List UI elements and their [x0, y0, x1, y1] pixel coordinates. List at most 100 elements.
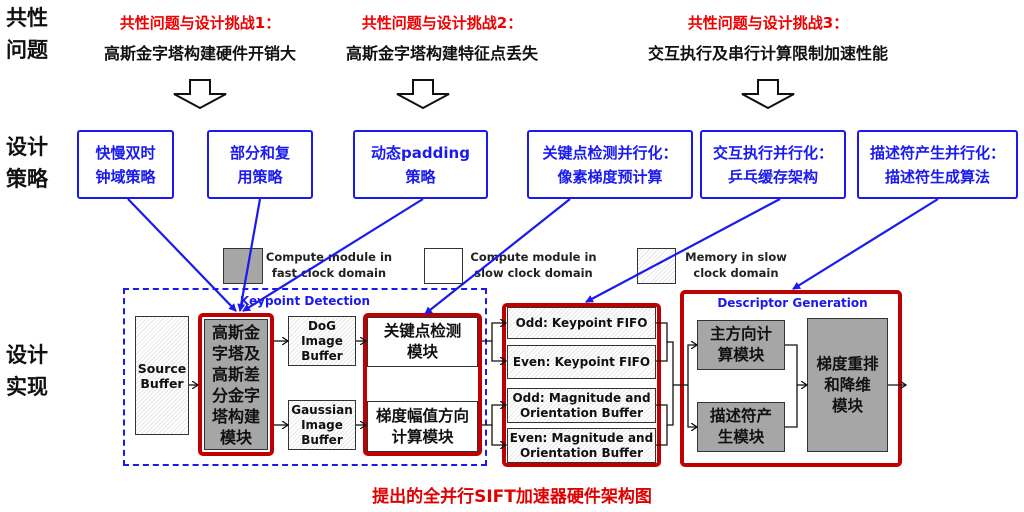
- challenge-desc: 高斯金字塔构建硬件开销大: [103, 44, 296, 63]
- challenge-title: 共性问题与设计挑战1：: [119, 14, 281, 32]
- legend-swatch-memory: [637, 248, 676, 284]
- down-arrow-icon: [741, 79, 795, 110]
- odd-keypoint-fifo: Odd: Keypoint FIFO: [507, 307, 656, 339]
- descriptor-generation-frame: [680, 290, 902, 467]
- row-label-implementation: 设计 实现: [6, 340, 56, 402]
- challenge-3: 共性问题与设计挑战3： 交互执行及串行计算限制加速性能: [618, 12, 918, 64]
- strategy-dual-clock: 快慢双时钟域策略: [77, 130, 174, 199]
- strategy-pingpong: 交互执行并行化： 乒乓缓存架构: [700, 130, 846, 199]
- box-line: 计算模块: [391, 427, 454, 446]
- legend-line: Compute module in: [470, 250, 597, 264]
- legend-line: Memory in slow: [685, 250, 787, 264]
- box-line: Orientation Buffer: [519, 405, 644, 420]
- legend-label-slow-compute: Compute module in slow clock domain: [466, 249, 601, 281]
- challenge-title: 共性问题与设计挑战3：: [687, 14, 849, 32]
- strategy-keypoint-parallel: 关键点检测并行化： 像素梯度预计算: [527, 130, 693, 199]
- down-arrow-icon: [396, 79, 450, 110]
- row-label-line: 共性: [6, 6, 48, 30]
- box-line: 算模块: [717, 346, 765, 364]
- box-line: 高斯差: [211, 364, 260, 384]
- challenge-title: 共性问题与设计挑战2：: [361, 14, 523, 32]
- box-line: 生模块: [717, 428, 765, 446]
- strategy-line: 乒乓缓存架构: [727, 167, 818, 186]
- box-line: Buffer: [301, 348, 343, 363]
- pingpong-buffer-frame: [502, 303, 661, 467]
- legend-swatch-slow-compute: [424, 248, 463, 284]
- legend-label-fast-compute: Compute module in fast clock domain: [264, 249, 394, 281]
- main-orientation-module: 主方向计算模块: [697, 320, 785, 370]
- strategy-line: 部分和复: [229, 143, 290, 162]
- box-line: DoG: [307, 318, 337, 333]
- box-line: 分金字: [211, 385, 260, 405]
- box-line: 塔构建: [211, 406, 260, 426]
- challenge-desc: 交互执行及串行计算限制加速性能: [647, 44, 888, 63]
- even-keypoint-fifo: Even: Keypoint FIFO: [507, 345, 656, 379]
- legend-swatch-fast-compute: [223, 248, 263, 284]
- box-line: Source: [137, 360, 187, 376]
- box-line: 主方向计: [709, 325, 772, 343]
- diagram-caption: 提出的全并行SIFT加速器硬件架构图: [372, 487, 652, 507]
- box-line: 和降维: [824, 375, 871, 394]
- challenge-desc: 高斯金字塔构建特征点丢失: [345, 44, 538, 63]
- box-line: Odd: Magnitude and: [512, 390, 651, 405]
- box-line: 模块: [406, 343, 438, 361]
- strategy-line: 快慢双时: [95, 143, 156, 162]
- row-label-strategies: 设计 策略: [6, 132, 56, 194]
- strategy-line: 描述符生成算法: [884, 167, 990, 186]
- legend-line: slow clock domain: [474, 266, 593, 280]
- strategy-line: 关键点检测并行化：: [542, 143, 678, 162]
- strategy-line: 像素梯度预计算: [557, 167, 663, 186]
- box-line: 模块: [831, 396, 863, 415]
- strategy-line: 交互执行并行化：: [712, 143, 833, 162]
- row-label-line: 实现: [6, 375, 48, 399]
- legend-line: Compute module in: [265, 250, 393, 264]
- strategy-partial-sum-reuse: 部分和复用策略: [207, 130, 313, 199]
- box-line: Buffer: [140, 375, 184, 391]
- strategy-line: 动态padding: [371, 143, 470, 162]
- strategy-line: 用策略: [237, 167, 283, 186]
- row-label-line: 设计: [6, 135, 48, 159]
- strategy-arrow: [792, 198, 939, 290]
- box-line: Image: [301, 333, 343, 348]
- row-label-problems: 共性 问题: [6, 3, 56, 65]
- challenge-1: 共性问题与设计挑战1： 高斯金字塔构建硬件开销大: [80, 12, 320, 64]
- box-line: Even: Magnitude and: [509, 430, 654, 445]
- box-line: Buffer: [301, 432, 343, 447]
- gradient-magnitude-orientation-module: 梯度幅值方向计算模块: [367, 401, 478, 452]
- row-label-line: 设计: [6, 343, 48, 367]
- pyramid-module: 高斯金 字塔及 高斯差 分金字 塔构建 模块: [204, 319, 268, 450]
- box-line: 关键点检测: [383, 322, 462, 340]
- strategy-descriptor-parallel: 描述符产生并行化： 描述符生成算法: [857, 130, 1018, 199]
- box-line: 梯度幅值方向: [375, 406, 469, 425]
- row-label-line: 问题: [6, 38, 48, 62]
- keypoint-detection-module: 关键点检测模块: [367, 317, 478, 367]
- box-line: 模块: [219, 427, 252, 447]
- flow-line: [667, 341, 674, 426]
- box-line: Orientation Buffer: [519, 445, 643, 460]
- legend-line: fast clock domain: [271, 266, 387, 280]
- box-line: 字塔及: [211, 343, 260, 363]
- box-line: 描述符产: [709, 407, 772, 425]
- pyramid-module-frame: 高斯金 字塔及 高斯差 分金字 塔构建 模块: [198, 313, 274, 456]
- box-line: 高斯金: [211, 322, 260, 342]
- strategy-line: 描述符产生并行化：: [869, 143, 1005, 162]
- challenge-2: 共性问题与设计挑战2： 高斯金字塔构建特征点丢失: [322, 12, 562, 64]
- gradient-reorder-module: 梯度重排和降维模块: [807, 318, 888, 452]
- strategy-dynamic-padding: 动态padding 策略: [353, 130, 488, 199]
- down-arrow-icon: [173, 79, 227, 110]
- row-label-line: 策略: [6, 167, 48, 191]
- keypoint-detection-label: Keypoint Detection: [239, 294, 371, 308]
- box-line: Image: [301, 417, 343, 432]
- strategy-line: 钟域策略: [95, 167, 156, 186]
- keypoint-gradient-frame: [363, 313, 482, 456]
- descriptor-generation-label: Descriptor Generation: [717, 296, 868, 310]
- strategy-line: 策略: [405, 167, 436, 186]
- box-line: Gaussian: [291, 402, 353, 417]
